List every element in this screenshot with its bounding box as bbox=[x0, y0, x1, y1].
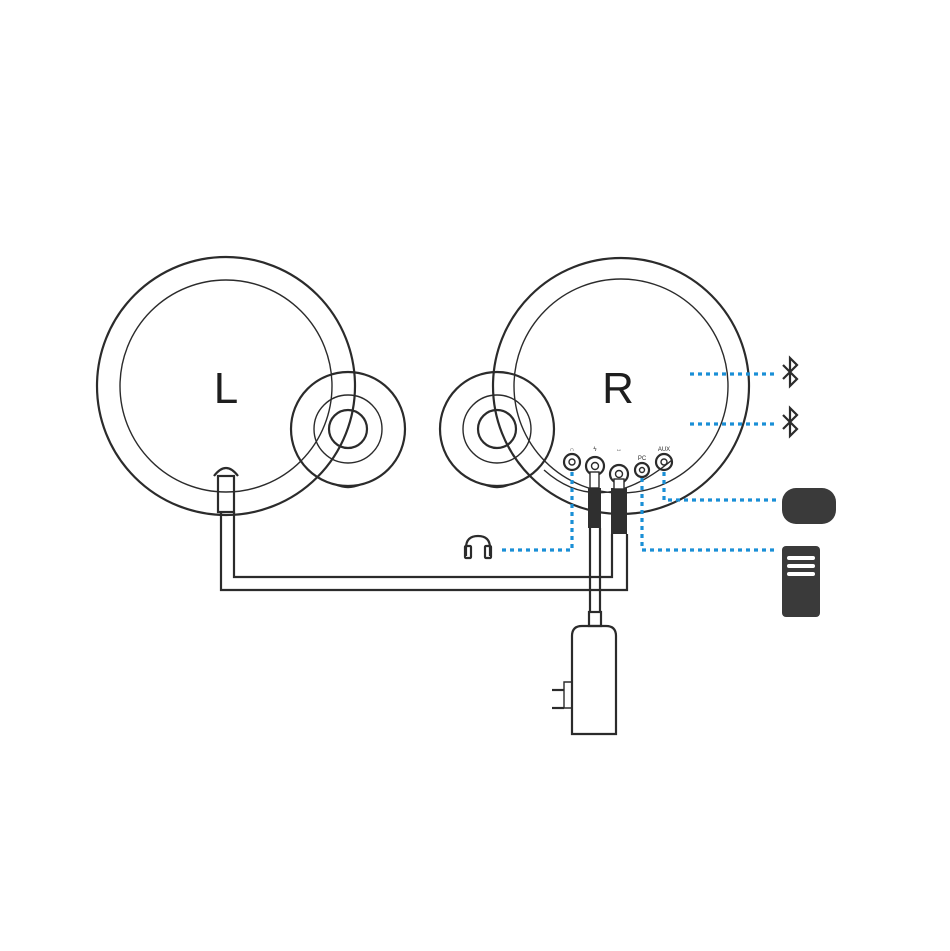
media-player-grille-3 bbox=[787, 572, 815, 576]
power-plug-body bbox=[588, 488, 601, 528]
port-power-label: ϟ bbox=[593, 447, 597, 453]
port-input-label: ↔ bbox=[616, 447, 622, 453]
port-aux-hole bbox=[661, 459, 667, 465]
power-adapter-icon bbox=[552, 626, 616, 734]
power-plug-tip bbox=[590, 472, 599, 488]
port-pc-label: PC bbox=[638, 456, 647, 462]
port-aux-label: AUX bbox=[658, 447, 670, 453]
right-tweeter-ring bbox=[463, 395, 531, 463]
right-tweeter bbox=[440, 372, 554, 488]
port-pc: PC bbox=[635, 456, 649, 477]
tablet-device-icon bbox=[782, 488, 836, 524]
power-cable-strain-relief bbox=[589, 612, 601, 626]
bluetooth-icon bbox=[783, 408, 797, 436]
speaker-link-plug-body bbox=[611, 488, 627, 534]
power-adapter-plate bbox=[564, 682, 572, 708]
media-player-grille-1 bbox=[787, 556, 815, 560]
headphones-icon bbox=[465, 536, 491, 558]
speaker-link-plug bbox=[611, 479, 627, 534]
left-speaker-plug bbox=[218, 476, 234, 512]
port-power-hole bbox=[592, 463, 599, 470]
media-player-grille-2 bbox=[787, 564, 815, 568]
left-speaker-label: L bbox=[214, 364, 238, 413]
left-speaker-jack bbox=[214, 468, 238, 476]
port-input: ↔ bbox=[610, 447, 628, 483]
port-power: ϟ bbox=[586, 447, 604, 475]
aux-connection-line bbox=[664, 472, 776, 500]
headphones-left-cup bbox=[465, 546, 471, 558]
port-headphone-hole bbox=[569, 459, 575, 465]
media-player-icon bbox=[782, 546, 820, 617]
speaker-link-cable-inner bbox=[234, 512, 612, 577]
port-input-hole bbox=[616, 471, 623, 478]
port-headphone-socket bbox=[564, 454, 580, 470]
right-speaker-label: R bbox=[602, 364, 634, 413]
bluetooth-icon bbox=[783, 358, 797, 386]
pc-connection-line bbox=[642, 478, 776, 550]
port-headphone-label: ∩ bbox=[570, 447, 574, 453]
headphones-right-cup bbox=[485, 546, 491, 558]
speaker-link-plug-tip bbox=[614, 479, 624, 489]
port-pc-hole bbox=[640, 468, 645, 473]
power-plug bbox=[588, 472, 601, 528]
power-adapter-body bbox=[572, 626, 616, 734]
port-pc-socket bbox=[635, 463, 649, 477]
port-headphone: ∩ bbox=[564, 447, 580, 470]
right-tweeter-housing bbox=[440, 372, 554, 486]
